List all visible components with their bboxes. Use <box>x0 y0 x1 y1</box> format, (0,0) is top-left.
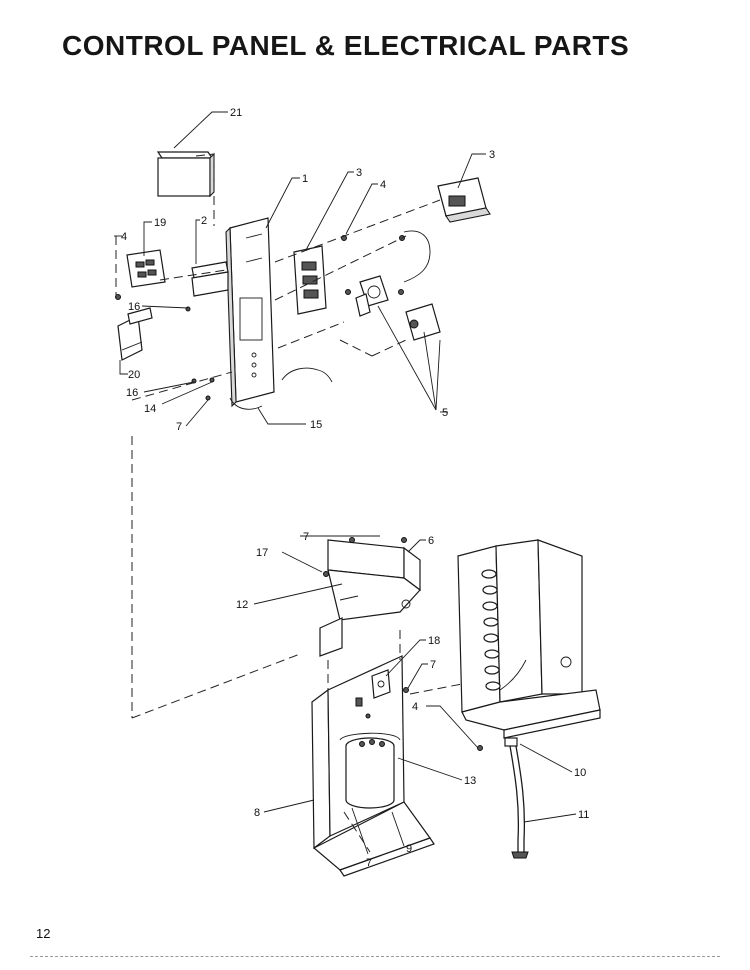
callout-8: 8 <box>254 807 260 819</box>
part-18-bracket <box>371 669 391 699</box>
callout-9: 9 <box>406 843 412 855</box>
callout-19: 19 <box>154 217 166 229</box>
callout-10: 10 <box>574 767 586 779</box>
screws-lower <box>323 537 483 751</box>
callout-6: 6 <box>428 535 434 547</box>
dashed-alignment-lower <box>327 630 463 853</box>
part-5-switch-left <box>355 275 389 317</box>
callout-7-top: 7 <box>303 531 309 543</box>
wiring <box>229 230 431 410</box>
bottom-rule <box>30 956 720 957</box>
page-title: CONTROL PANEL & ELECTRICAL PARTS <box>62 30 630 61</box>
callout-17: 17 <box>256 547 268 559</box>
callout-7-upper: 7 <box>176 421 182 433</box>
part-5-switch-right <box>405 303 441 341</box>
callout-14: 14 <box>144 403 156 415</box>
coil-assembly <box>457 539 601 739</box>
callout-12: 12 <box>236 599 248 611</box>
callout-18: 18 <box>428 635 440 647</box>
callout-5: 5 <box>442 407 448 419</box>
callout-3-relay: 3 <box>356 167 362 179</box>
leader-lines <box>114 111 577 855</box>
coil-tubes <box>481 569 501 691</box>
callout-11: 11 <box>578 809 589 821</box>
callout-13: 13 <box>464 775 476 787</box>
callout-16-lower: 16 <box>126 387 138 399</box>
callout-labels: 21 3 1 3 4 19 2 4 16 20 16 14 7 15 5 7 6… <box>121 107 589 869</box>
dashed-alignment-upper <box>115 153 441 719</box>
part-3-relay-block <box>293 245 327 315</box>
callout-2: 2 <box>201 215 207 227</box>
part-3-switch-housing <box>437 177 491 223</box>
callout-1: 1 <box>302 173 308 185</box>
callout-7-bottom: 7 <box>366 857 372 869</box>
callout-4-lower: 4 <box>412 701 418 713</box>
page-number: 12 <box>36 926 51 941</box>
callout-21: 21 <box>230 107 242 119</box>
callout-20: 20 <box>128 369 140 381</box>
part-11-sensor-probe <box>504 737 529 859</box>
part-21-cover <box>156 151 215 198</box>
part-2-bracket <box>191 261 229 297</box>
part-6-top-bracket <box>319 539 421 657</box>
part-13-strap <box>339 732 401 741</box>
part-1-control-panel <box>225 217 275 408</box>
callout-7-mid: 7 <box>430 659 436 671</box>
callout-16-upper: 16 <box>128 301 140 313</box>
part-9-capacitor <box>345 737 395 809</box>
callout-4-upper-right: 4 <box>380 179 386 191</box>
part-20-mounting-bracket <box>117 307 153 361</box>
callout-15: 15 <box>310 419 322 431</box>
callout-3-housing: 3 <box>489 149 495 161</box>
part-19-switch <box>126 249 166 288</box>
callout-4-upper-left: 4 <box>121 231 127 243</box>
